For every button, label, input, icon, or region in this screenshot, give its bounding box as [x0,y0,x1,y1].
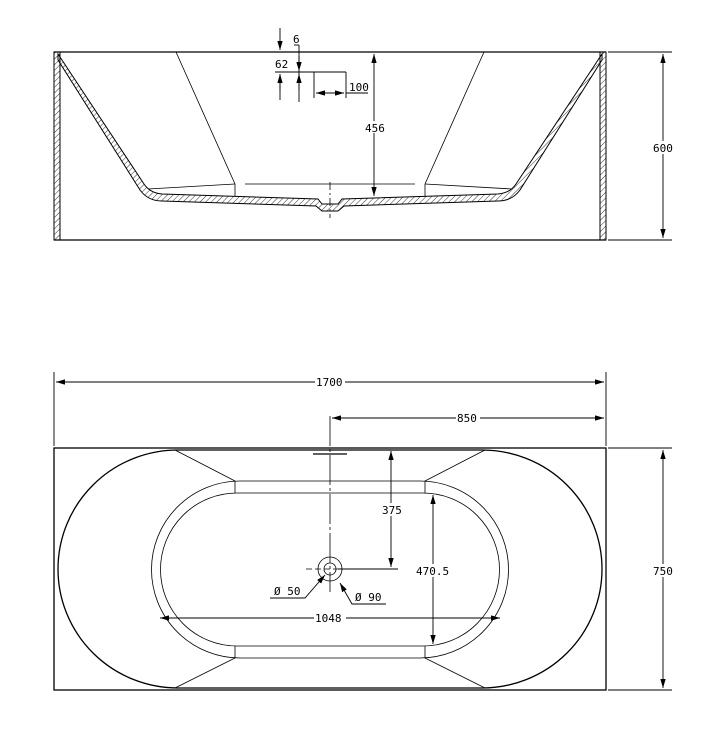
dim-1048-label: 1048 [315,612,342,625]
drain-inner-circle [323,562,337,576]
left-skirt-wall [53,51,61,241]
dim-750: 750 [608,447,676,691]
dim-dia-50-label: Ø 50 [274,585,301,598]
plan-view: 1700 850 750 375 470.5 1048 [53,372,676,691]
dim-470-5-label: 470.5 [416,565,449,578]
dim-dia-90: Ø 90 [339,582,386,605]
inner-wall-edge-right [424,51,485,185]
floor-edge-right [424,183,513,190]
dim-62: 62 [275,56,346,100]
dim-1700: 1700 [53,372,607,446]
dim-850-label: 850 [457,412,477,425]
corner-wedges [174,449,486,689]
dim-100-label: 100 [349,81,369,94]
tub-floor [160,492,500,647]
dim-100: 100 [313,72,369,98]
rim-outline [57,449,603,689]
section-view: 6 62 100 456 600 [53,28,676,241]
dim-456: 456 [364,54,386,196]
floor-edge-left [147,183,236,190]
dim-dia-50: Ø 50 [270,574,326,599]
dim-600-label: 600 [653,142,673,155]
dim-470-5: 470.5 [415,495,453,644]
dim-62-label: 62 [275,58,288,71]
inner-rim [151,480,509,659]
right-skirt-wall [599,51,607,241]
dim-6-label: 6 [293,33,300,46]
dim-600: 600 [608,51,676,241]
dim-1700-label: 1700 [316,376,343,389]
dim-1048: 1048 [160,612,500,625]
dim-850: 850 [332,412,604,425]
inner-wall-edge-left [175,51,236,185]
dim-750-label: 750 [653,565,673,578]
tub-shell [57,52,603,212]
dim-375-label: 375 [382,504,402,517]
outer-rectangle [53,447,607,691]
dim-456-label: 456 [365,122,385,135]
dim-dia-90-label: Ø 90 [355,591,382,604]
dim-375: 375 [338,451,405,570]
dim-6: 6 [277,28,300,102]
